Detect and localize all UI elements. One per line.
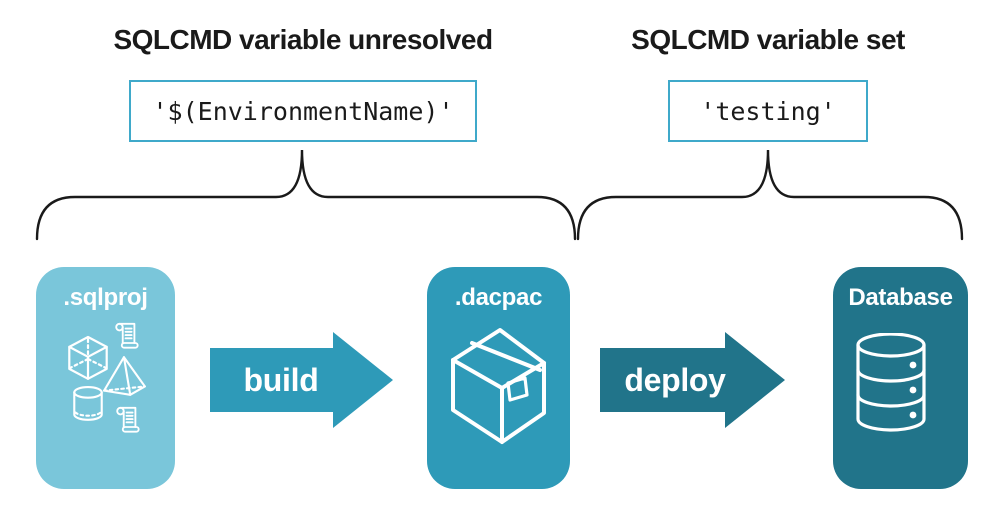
script-scroll-icon xyxy=(115,322,139,349)
cylinder-icon xyxy=(73,386,103,421)
heading-unresolved: SQLCMD variable unresolved xyxy=(113,24,493,55)
code-unresolved: '$(EnvironmentName)' xyxy=(152,96,454,126)
database-icon xyxy=(856,333,926,432)
node-sqlproj: .sqlproj xyxy=(36,267,175,489)
build-arrow: build xyxy=(210,332,393,428)
cube-icon xyxy=(68,335,108,380)
code-box-unresolved: '$(EnvironmentName)' xyxy=(129,80,477,142)
node-dacpac: .dacpac xyxy=(427,267,570,489)
script-scroll-icon xyxy=(116,406,140,433)
code-set: 'testing' xyxy=(700,96,836,126)
code-box-set: 'testing' xyxy=(668,80,868,142)
deploy-arrow: deploy xyxy=(600,332,785,428)
right-brace xyxy=(576,149,964,241)
left-brace xyxy=(35,149,577,241)
deploy-arrow-label: deploy xyxy=(624,361,726,398)
build-arrow-label: build xyxy=(243,361,319,398)
node-dacpac-label: .dacpac xyxy=(454,284,543,311)
node-database-label: Database xyxy=(848,284,953,311)
pyramid-icon xyxy=(103,356,146,396)
package-icon xyxy=(451,328,546,444)
node-database: Database xyxy=(833,267,968,489)
heading-set: SQLCMD variable set xyxy=(631,24,905,55)
node-sqlproj-label: .sqlproj xyxy=(63,284,148,311)
